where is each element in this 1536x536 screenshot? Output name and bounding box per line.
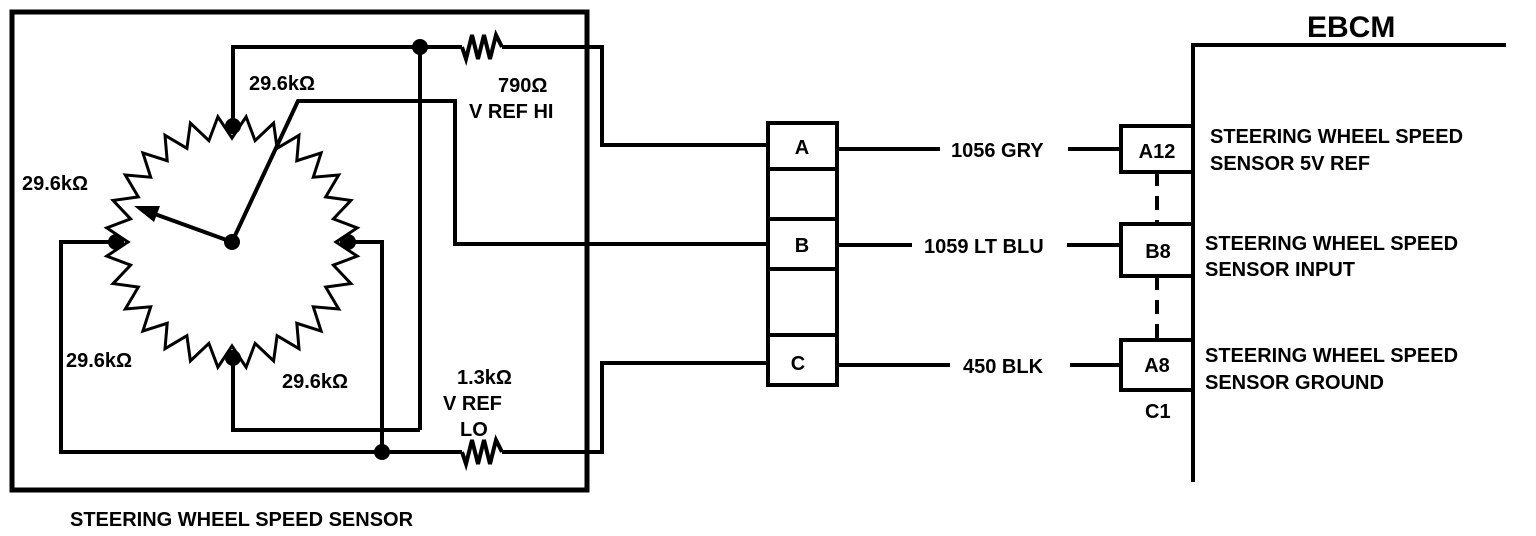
vref-hi-wire bbox=[231, 45, 420, 126]
connector-cavity-c bbox=[766, 333, 839, 387]
connector-pin-a: A bbox=[795, 137, 809, 159]
label-resistor-top: 29.6kΩ bbox=[249, 73, 315, 95]
label-vref-hi: V REF HI bbox=[469, 101, 553, 123]
circuit-desc-c-line2: SENSOR GROUND bbox=[1205, 372, 1384, 394]
left-tap-wire bbox=[59, 240, 382, 454]
label-1k3-ohm: 1.3kΩ bbox=[457, 367, 512, 389]
wiper-arrowhead bbox=[134, 206, 160, 222]
ebcm-title: EBCM bbox=[1307, 11, 1395, 44]
wiper-pivot bbox=[224, 234, 240, 250]
circuit-desc-b-line2: SENSOR INPUT bbox=[1205, 259, 1355, 281]
label-resistor-bottom-right: 29.6kΩ bbox=[282, 371, 348, 393]
connector-pin-b: B bbox=[795, 235, 809, 257]
connector-cavity-empty-1 bbox=[766, 167, 839, 221]
vref-hi-lead-out bbox=[502, 45, 768, 147]
connector-cavity-a bbox=[766, 121, 839, 171]
circuit-desc-a-line2: SENSOR 5V REF bbox=[1210, 153, 1370, 175]
ebcm-pin-b8: B8 bbox=[1145, 241, 1171, 263]
ebcm-pin-box-a12 bbox=[1119, 124, 1195, 174]
label-790-ohm: 790Ω bbox=[498, 75, 547, 97]
bottom-tap-wire bbox=[231, 358, 420, 432]
ebcm-outline bbox=[1191, 43, 1506, 482]
resistor-790-zigzag bbox=[460, 29, 504, 67]
sensor-caption: STEERING WHEEL SPEED SENSOR bbox=[70, 509, 414, 531]
circuit-desc-a-line1: STEERING WHEEL SPEED bbox=[1210, 126, 1463, 148]
ebcm-pin-a12: A12 bbox=[1139, 141, 1176, 163]
ebcm-pin-box-a8 bbox=[1119, 338, 1195, 392]
connector-pin-c: C bbox=[791, 353, 805, 375]
resistor-1k3-zigzag bbox=[460, 434, 504, 472]
label-vref-lo-2: LO bbox=[460, 419, 488, 441]
wiper-lead bbox=[230, 99, 768, 246]
ebcm-connector-id: C1 bbox=[1145, 401, 1171, 423]
circuit-desc-c-line1: STEERING WHEEL SPEED bbox=[1205, 345, 1458, 367]
label-resistor-left: 29.6kΩ bbox=[22, 173, 88, 195]
sensor-housing bbox=[9, 9, 590, 493]
label-vref-lo-1: V REF bbox=[443, 393, 502, 415]
wire-label-b: 1059 LT BLU bbox=[924, 236, 1044, 258]
wire-label-a: 1056 GRY bbox=[951, 140, 1044, 162]
potentiometer-resistive-ring bbox=[103, 113, 361, 371]
vref-lo-lead-out bbox=[502, 361, 768, 454]
label-resistor-bottom-left: 29.6kΩ bbox=[66, 350, 132, 372]
connector-cavity-empty-2 bbox=[766, 267, 839, 337]
right-tap-wire bbox=[348, 240, 384, 452]
inline-connector: A B C bbox=[766, 121, 839, 387]
wiper-arm bbox=[151, 211, 233, 244]
wire-label-c: 450 BLK bbox=[963, 356, 1044, 378]
circuit-desc-b-line1: STEERING WHEEL SPEED bbox=[1205, 233, 1458, 255]
ebcm-pin-a8: A8 bbox=[1144, 355, 1170, 377]
